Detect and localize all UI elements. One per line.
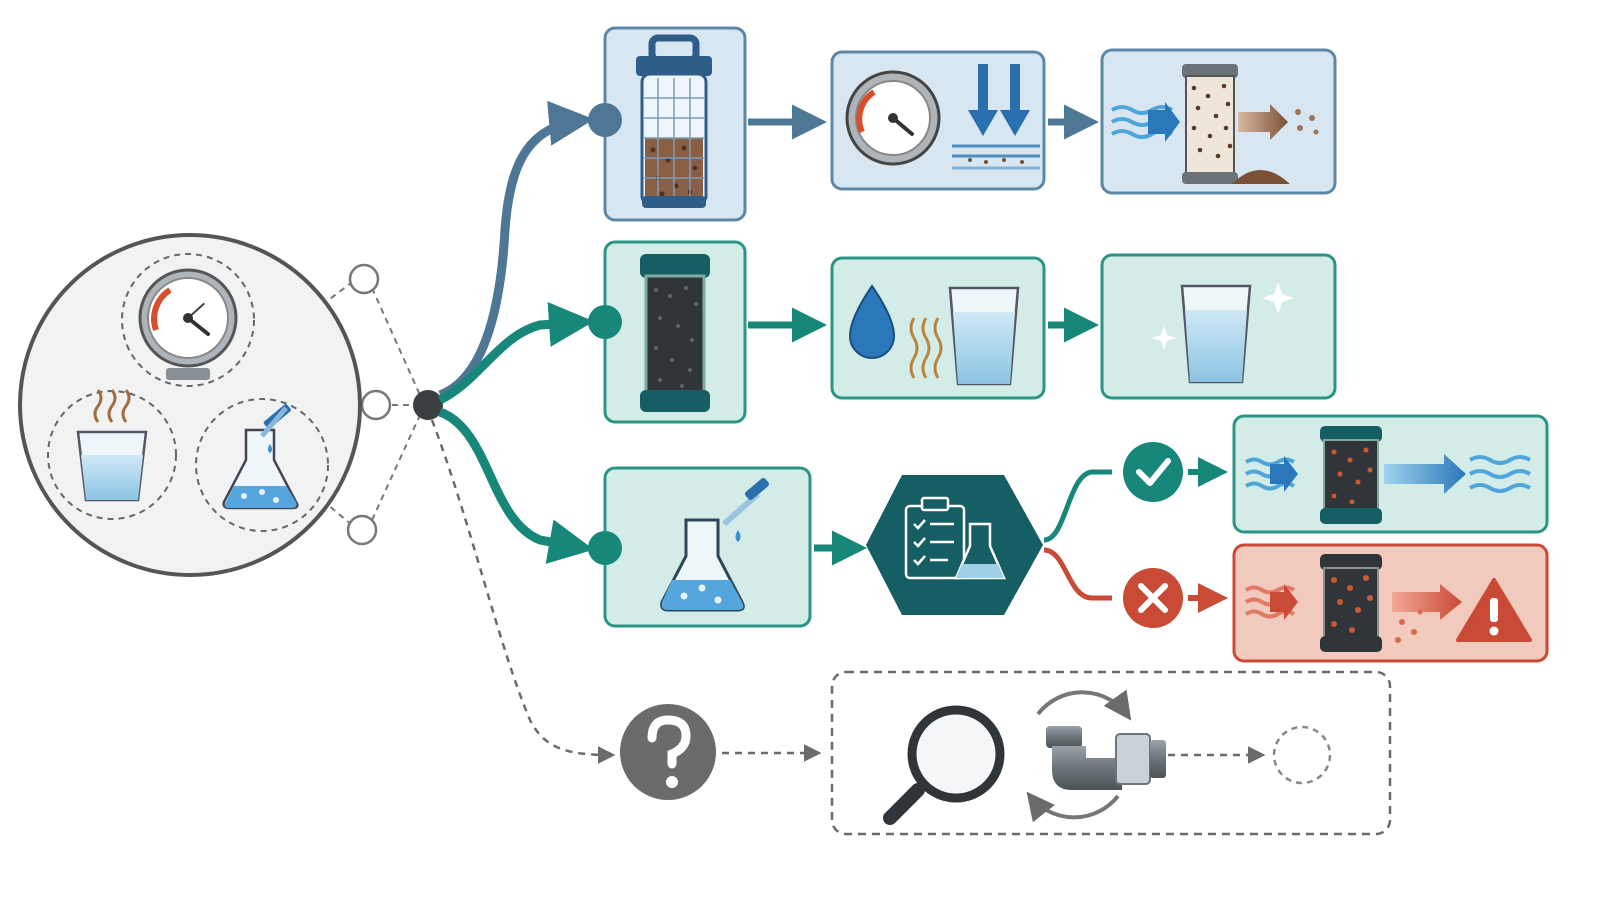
- pipe-fitting-icon: [1026, 689, 1166, 823]
- branch-line-sediment: [438, 100, 594, 400]
- pass-branch-line: [1043, 469, 1112, 543]
- clear-water-icon: [1152, 282, 1294, 384]
- magnifier-icon: [883, 705, 1005, 825]
- clogged-filter-card: [1100, 48, 1337, 195]
- filter-pass-icon: [1244, 426, 1532, 524]
- sediment-filter-icon: [636, 34, 712, 208]
- lab-report-hexagon: [866, 475, 1043, 615]
- branch-line-test: [438, 407, 594, 564]
- hub-node: [413, 390, 443, 420]
- taste-odor-icon: [848, 284, 1020, 386]
- source-problem-circle: [18, 233, 362, 577]
- pressure-drop-card: [830, 50, 1046, 191]
- pressure-gauge-icon: [121, 253, 255, 387]
- empty-outcome-icon: [1272, 725, 1332, 785]
- sediment-filter-card: [588, 26, 747, 222]
- chemistry-flask-icon: [195, 398, 329, 532]
- hot-water-cup-icon: [47, 389, 177, 520]
- clear-water-card: [1100, 253, 1337, 400]
- fail-x-icon: [1123, 568, 1183, 628]
- taste-odor-card: [830, 256, 1046, 400]
- connector-node-mid: [360, 389, 392, 421]
- lab-report-icon: [904, 496, 1006, 580]
- question-icon: [620, 704, 716, 800]
- filter-fail-icon: [1244, 554, 1462, 652]
- clogged-filter-icon: [1110, 64, 1319, 184]
- carbon-filter-icon: [640, 254, 710, 412]
- filter-fail-card: [1232, 543, 1549, 663]
- branch-line-carbon: [437, 301, 594, 405]
- connector-node-top: [348, 263, 380, 295]
- branch-line-unknown: [430, 419, 616, 764]
- pass-check-icon: [1123, 442, 1183, 502]
- carbon-filter-card: [588, 240, 747, 424]
- water-test-icon: [660, 478, 769, 612]
- warning-icon: [1456, 578, 1532, 642]
- connector-node-bottom: [346, 514, 378, 546]
- fail-branch-line: [1043, 547, 1112, 601]
- water-test-card: [588, 466, 812, 628]
- pressure-drop-icon: [845, 64, 1040, 170]
- filter-pass-card: [1232, 414, 1549, 534]
- investigate-card: [830, 670, 1392, 836]
